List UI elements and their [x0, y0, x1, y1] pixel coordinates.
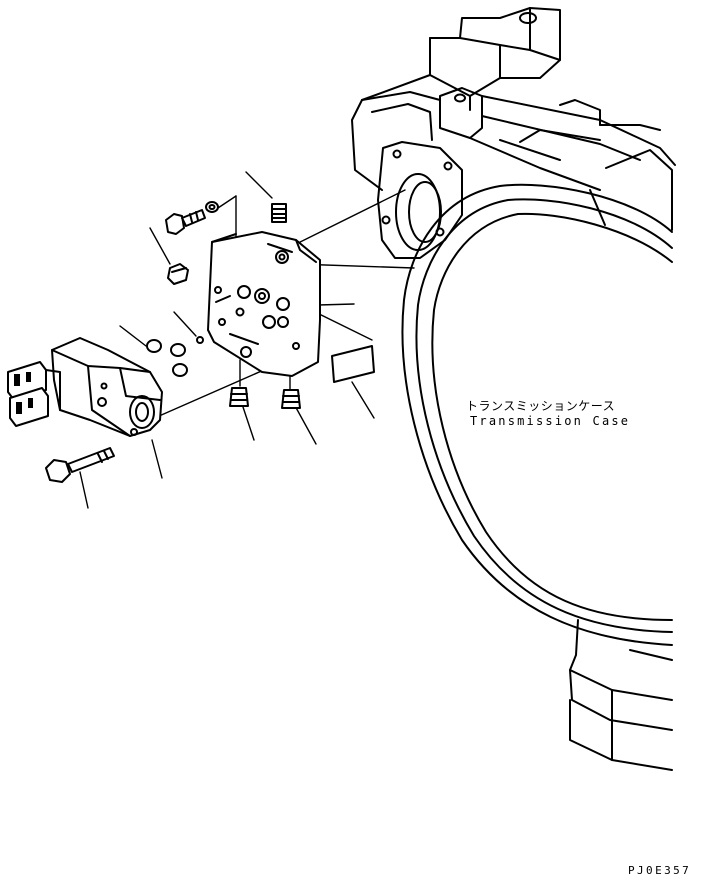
transmission-case-label-jp: トランスミッションケース [466, 399, 616, 413]
bolt-and-washer [165, 201, 219, 235]
name-plate [331, 345, 375, 383]
drawing-code: PJ0E357 [628, 864, 692, 877]
transmission-case [351, 7, 676, 771]
plug-parts [167, 203, 301, 409]
mounting-bolt [45, 447, 115, 483]
callout-leaders [79, 171, 375, 509]
o-rings [146, 336, 204, 377]
valve-body [207, 231, 321, 377]
solenoid-valve [7, 337, 163, 437]
transmission-case-label-en: Transmission Case [470, 414, 631, 428]
